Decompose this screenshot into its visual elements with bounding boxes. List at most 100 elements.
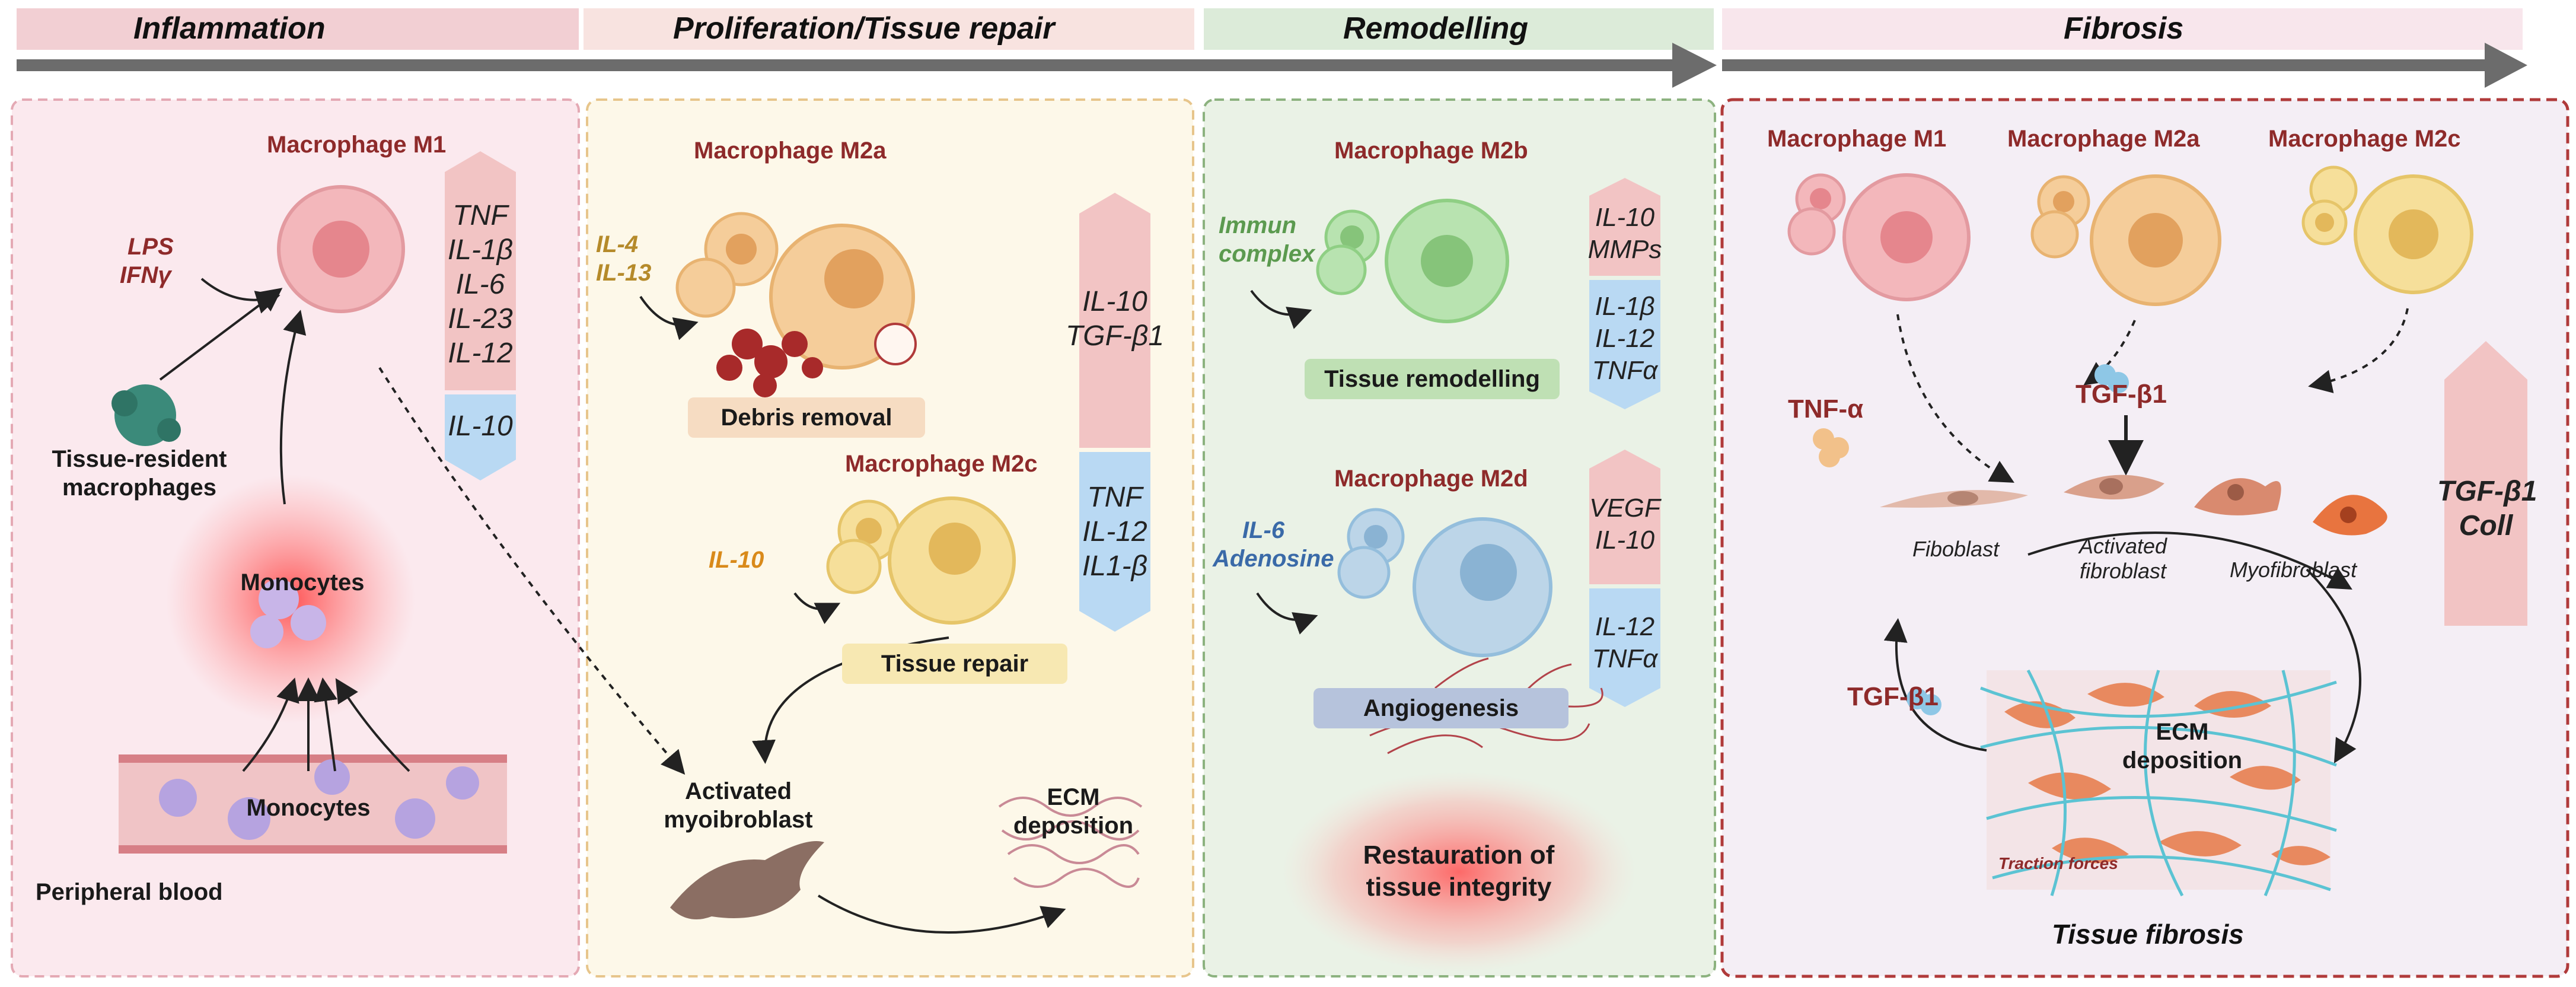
fibrosis-m2a-cells [2030, 174, 2221, 306]
activated-myofibroblast-cell [670, 841, 824, 919]
m2b-stimulus-2: complex [1219, 241, 1315, 267]
fibroblast-cells [1880, 475, 2387, 536]
m2d-cytokine-vegf: VEGF [1589, 494, 1660, 523]
m1-title: Macrophage M1 [267, 132, 447, 158]
traction-forces-label: Traction forces [1998, 854, 2118, 873]
restauration-label-2: tissue integrity [1366, 873, 1552, 902]
m2a-cytokine-tgfb1: TGF-β1 [1065, 320, 1165, 352]
tissue-fibrosis-label: Tissue fibrosis [2052, 919, 2244, 950]
m2a-cytokine-il12: IL-12 [1082, 516, 1147, 547]
fibrosis-ecm-label-1: ECM [2156, 719, 2209, 745]
stage-header-remodelling [1204, 8, 1714, 50]
debris-particles [716, 329, 823, 397]
m2a-down-arrow [1079, 452, 1150, 632]
m2c-title: Macrophage M2c [845, 451, 1038, 477]
m2c-macrophage-cells [826, 496, 1016, 625]
m2b-up-arrow [1589, 178, 1660, 276]
stage-header-fibrosis [1722, 8, 2523, 50]
m2b-title: Macrophage M2b [1334, 138, 1528, 164]
fibrosis-m2c-title: Macrophage M2c [2268, 126, 2461, 152]
m2b-down-arrow [1589, 280, 1660, 409]
m2a-title: Macrophage M2a [694, 138, 887, 164]
debris-removal-label: Debris removal [688, 397, 925, 438]
m2a-stimulus-il13: IL-13 [596, 260, 652, 286]
m2d-macrophage-cells [1337, 508, 1552, 657]
m2d-cytokine-tnfa: TNFα [1592, 644, 1658, 673]
stage-label-fibrosis: Fibrosis [2064, 11, 2184, 46]
ecm-label-2: deposition [1013, 813, 1134, 839]
fibrosis-m1-cells [1787, 173, 1971, 301]
ifng-label: IFNγ [120, 262, 171, 288]
lps-label: LPS [127, 234, 174, 260]
panel-fibrosis [1720, 98, 2569, 978]
m2a-macrophage-cells [675, 212, 917, 370]
m1-cytokine-il6: IL-6 [455, 269, 505, 300]
fibrosis-tnf-label: TNF-α [1788, 394, 1864, 424]
tissue-resident-macrophage [111, 384, 181, 446]
m2d-cytokine-il12: IL-12 [1595, 612, 1655, 641]
fiboblast-label: Fiboblast [1912, 537, 2000, 561]
tgf-beta-molecule-bottom [1907, 688, 1941, 715]
timeline-arrow-main [17, 43, 1717, 88]
m1-macrophage-cell [277, 185, 405, 313]
timeline-arrow-fibrosis [1722, 43, 2527, 88]
fibrosis-tgf-top-label: TGF-β1 [2076, 380, 2167, 409]
fibrosis-cytokine-coll: Coll [2459, 510, 2513, 542]
fibrosis-m1-title: Macrophage M1 [1767, 126, 1947, 152]
tgf-beta-molecule-top [2094, 364, 2129, 393]
m2d-title: Macrophage M2d [1334, 466, 1528, 492]
m2d-stimulus-il6: IL-6 [1242, 517, 1285, 543]
activated-myofibroblast-label-1: Activated [684, 778, 792, 804]
m1-cytokine-il10: IL-10 [448, 410, 513, 442]
peripheral-blood-label: Peripheral blood [36, 879, 223, 905]
ecm-network-fibrosis [1980, 669, 2337, 897]
m1-cytokine-il12: IL-12 [448, 338, 513, 369]
angiogenesis-label: Angiogenesis [1313, 688, 1568, 728]
fibrosis-m2a-title: Macrophage M2a [2007, 126, 2200, 152]
fibrosis-up-arrow [2444, 341, 2527, 626]
tissue-repair-label: Tissue repair [842, 644, 1067, 684]
monocytes-top-label: Monocytes [240, 569, 365, 596]
fibrosis-cytokine-tgfb1: TGF-β1 [2437, 476, 2537, 507]
m2d-up-arrow [1589, 450, 1660, 584]
activated-myofibroblast-label-2: myoibroblast [664, 807, 813, 833]
m2a-up-arrow [1079, 193, 1150, 448]
m1-down-arrow [445, 394, 516, 480]
blood-vessel [119, 754, 507, 854]
m2d-stimulus-adenosine: Adenosine [1213, 546, 1334, 572]
m2c-stimulus-il10: IL-10 [709, 547, 764, 573]
activated-fibroblast-label-2: fibroblast [2079, 559, 2167, 583]
m2b-stimulus-1: Immun [1219, 212, 1297, 238]
tissue-resident-label-2: macrophages [62, 475, 217, 501]
stage-label-inflammation: Inflammation [133, 11, 326, 46]
m2b-cytokine-tnfa: TNFα [1592, 356, 1658, 385]
myofibroblast-label: Myofibroblast [2230, 558, 2357, 582]
m2b-cytokine-mmps: MMPs [1587, 235, 1662, 264]
fibrosis-ecm-label-2: deposition [2122, 747, 2243, 773]
tissue-resident-label-1: Tissue-resident [52, 446, 227, 472]
m2b-cytokine-il1b: IL-1β [1595, 292, 1655, 321]
stage-header-proliferation [584, 8, 1194, 50]
stage-label-proliferation: Proliferation/Tissue repair [673, 11, 1055, 46]
m2a-cytokine-tnf: TNF [1087, 482, 1143, 513]
tnf-alpha-molecule [1813, 428, 1849, 467]
m2b-cytokine-il10: IL-10 [1595, 203, 1655, 232]
tissue-remodelling-label: Tissue remodelling [1305, 359, 1560, 399]
m2b-cytokine-il12: IL-12 [1595, 324, 1655, 353]
stage-label-remodelling: Remodelling [1343, 11, 1529, 46]
m1-cytokine-il23: IL-23 [448, 303, 513, 335]
stage-header-inflammation [17, 8, 579, 50]
m2b-macrophage-cells [1316, 199, 1509, 323]
activated-fibroblast-label-1: Activated [2078, 534, 2167, 558]
m2a-stimulus-il4: IL-4 [596, 231, 639, 257]
fibrosis-m2c-cells [2301, 165, 2473, 294]
m1-cytokine-tnf: TNF [452, 200, 508, 231]
m1-up-arrow [445, 151, 516, 390]
m2a-cytokine-il10: IL-10 [1082, 286, 1147, 317]
m2d-down-arrow [1589, 588, 1660, 707]
restauration-glow [1281, 771, 1637, 973]
ecm-label-1: ECM [1047, 784, 1100, 810]
fibrosis-tgf-bottom-label: TGF-β1 [1847, 682, 1939, 711]
monocytes-vessel-label: Monocytes [246, 795, 371, 821]
